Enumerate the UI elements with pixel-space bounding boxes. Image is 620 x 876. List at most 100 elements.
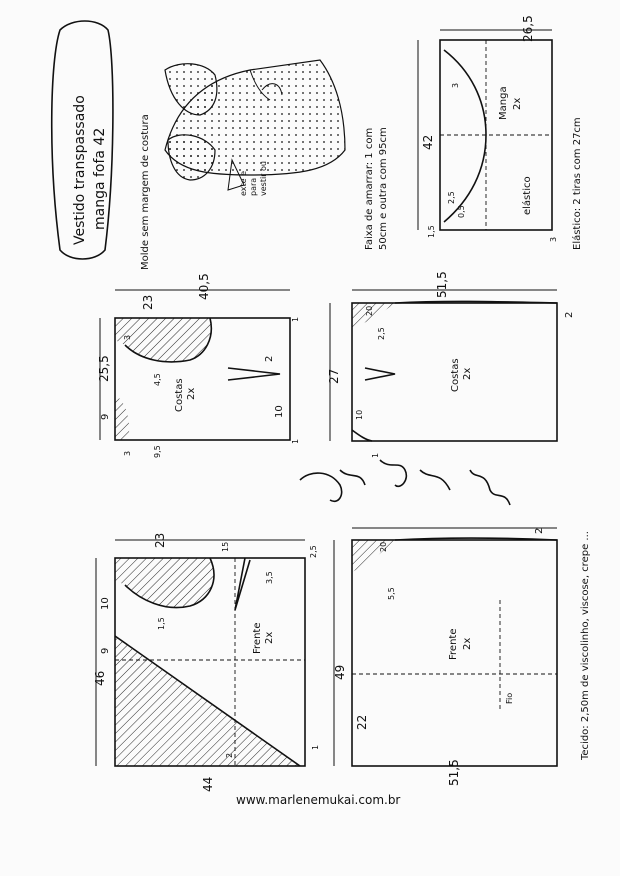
back-upper-label: Costas (174, 378, 185, 412)
bow-icon (249, 69, 283, 101)
front-lower-dim-6: 2 (534, 528, 545, 534)
front-upper-dim-4: 10 (100, 597, 111, 610)
front-upper-armhole-curve (124, 557, 215, 609)
back-lower-dim-1: 51,5 (435, 271, 449, 298)
back-lower-hatch (352, 303, 395, 330)
dress-sleeve-bottom (167, 134, 216, 181)
back-upper-dim-11: 1 (291, 317, 300, 322)
front-lower-dim-3: 5,5 (387, 587, 396, 600)
title-block: Vestido transpassado manga fofa 42 Molde… (50, 20, 151, 270)
website: www.marlenemukai.com.br (236, 793, 400, 807)
front-lower-hatch (352, 540, 395, 572)
back-lower-label: Costas (450, 358, 461, 392)
back-upper-dart (227, 367, 281, 381)
front-upper-dim-6: 3,5 (265, 571, 274, 584)
sleeve-dim-5: 3 (549, 237, 558, 242)
signature (299, 459, 511, 506)
back-lower-dim-3: 2,5 (377, 327, 386, 340)
signature-scribble (299, 459, 511, 506)
back-lower-piece: 51,5 20 2,5 27 2 10 1 Costas 2x (327, 271, 575, 458)
sleeve-label: Manga (498, 86, 509, 120)
front-lower-dim-2: 20 (379, 542, 388, 552)
back-upper-dim-9: 2 (264, 356, 275, 362)
sleeve-dim-1: 3 (451, 83, 460, 88)
sleeve-elastic: elástico (521, 176, 533, 215)
title-line1: Vestido transpassado (72, 95, 88, 245)
back-lower-dim-6: 10 (355, 410, 364, 420)
sleeve-count: 2x (512, 98, 523, 110)
back-upper-count: 2x (186, 388, 197, 400)
back-upper-dim-7: 3 (123, 335, 132, 340)
front-lower-piece: 51,5 20 5,5 49 22 2 Frente 2x Fio (333, 527, 558, 786)
front-lower-outline (351, 539, 558, 767)
back-lower-dim-7: 1 (371, 453, 380, 458)
illustration-note-1: exte e (239, 171, 248, 196)
sleeve-height: 42 (421, 135, 435, 150)
front-upper-dim-1: 46 (93, 671, 107, 686)
sleeve-dim-2: 2,5 (447, 191, 456, 204)
tie-note-line2: 50cm e outra com 95cm (378, 127, 389, 250)
sleeve-dim-4: 1,5 (427, 225, 436, 238)
back-lower-outline (351, 302, 558, 442)
sleeve-curve (443, 49, 487, 223)
front-upper-dart (234, 557, 251, 611)
front-upper-armhole-hatch (115, 558, 214, 608)
arrow-icon (227, 158, 245, 191)
front-upper-wrap-line (114, 635, 301, 767)
front-upper-piece: 46 23 15 10 9 3,5 1,5 2,5 44 2 1 Frente … (93, 533, 320, 792)
back-upper-piece: 40,5 23 25,5 9 3 4,5 3 9,5 2 10 1 1 Cost… (97, 273, 300, 458)
back-upper-dim-3: 25,5 (97, 355, 111, 382)
back-upper-dim-1: 40,5 (197, 273, 211, 300)
tie-note: Faixa de amarrar: 1 com 50cm e outra com… (364, 127, 389, 250)
back-upper-armhole-hatch (115, 318, 212, 362)
sleeve-width: 26,5 (521, 15, 535, 42)
dress-sleeve-top (164, 63, 218, 116)
front-upper-dim-11: 1 (311, 745, 320, 750)
front-upper-dim-3: 15 (221, 542, 230, 552)
back-upper-dim-12: 1 (291, 439, 300, 444)
back-upper-dim-6: 4,5 (153, 373, 162, 386)
tie-note-line1: Faixa de amarrar: 1 com (364, 128, 375, 250)
illustration-note-2: para (249, 178, 258, 196)
title-note: Molde sem margem de costura (140, 114, 151, 270)
back-lower-bottom-curve (351, 429, 373, 442)
front-upper-dim-7: 1,5 (157, 617, 166, 630)
front-lower-dim-1: 51,5 (447, 759, 461, 786)
back-upper-dim-10: 10 (274, 405, 285, 418)
front-upper-label: Frente (252, 623, 263, 654)
illustration-note-3: vestir ou (259, 161, 268, 196)
elastic-note: Elástico: 2 tiras com 27cm (571, 117, 583, 250)
front-lower-top-curve (394, 537, 558, 541)
back-lower-dim-4: 27 (327, 369, 341, 384)
back-lower-count: 2x (462, 368, 473, 380)
front-upper-dim-9: 44 (201, 777, 215, 792)
back-lower-dim-2: 20 (365, 306, 374, 316)
front-lower-dim-5: 22 (355, 715, 369, 730)
front-upper-dim-8: 2,5 (309, 545, 318, 558)
front-upper-dim-10: 2 (225, 753, 234, 758)
back-upper-dim-8: 9,5 (153, 445, 162, 458)
back-upper-dim-2: 23 (141, 295, 155, 310)
front-upper-count: 2x (264, 632, 275, 644)
front-upper-dim-2: 23 (153, 533, 167, 548)
fabric-note: Tecido: 2,50m de viscolinho, viscose, cr… (580, 531, 591, 761)
front-upper-dim-5: 9 (100, 648, 111, 654)
back-upper-dim-5: 3 (123, 451, 132, 456)
back-upper-dim-4: 9 (100, 414, 111, 420)
title-frame (50, 20, 114, 260)
front-lower-fio: Fio (505, 693, 514, 704)
back-lower-dim-5: 2 (564, 312, 575, 318)
front-lower-dim-4: 49 (333, 665, 347, 680)
sleeve-dim-3: 0,5 (457, 205, 466, 218)
front-lower-count: 2x (462, 638, 473, 650)
front-lower-label: Frente (448, 629, 459, 660)
back-lower-top-curve (394, 300, 558, 304)
back-lower-dart (364, 367, 396, 381)
back-upper-neck-hatch (115, 395, 130, 440)
sleeve-piece: 26,5 42 Manga 2x elástico 3 2,5 0,5 1,5 … (417, 15, 583, 250)
back-upper-armhole-curve (124, 317, 212, 363)
dress-illustration: exte e para vestir ou (164, 59, 346, 196)
title-line2: manga fofa 42 (92, 128, 108, 230)
